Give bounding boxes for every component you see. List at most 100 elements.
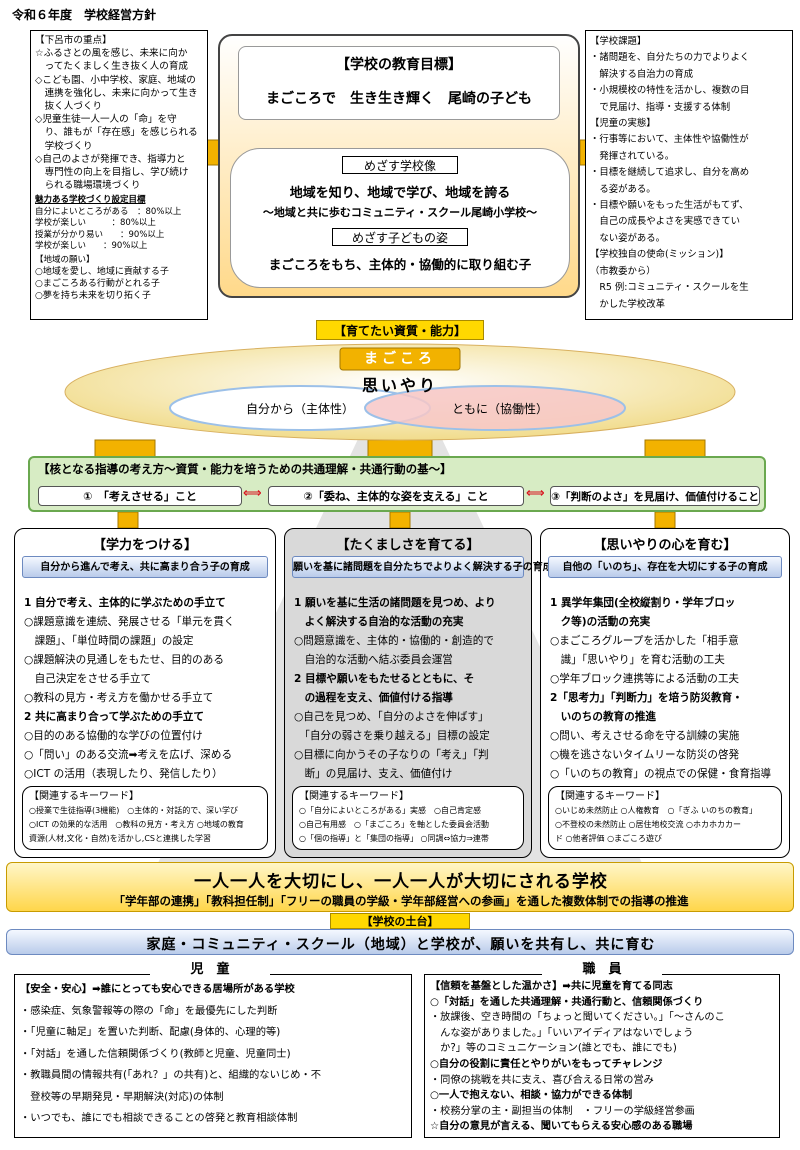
core-idea-3: ③「判断のよさ」を見届け、価値付けること [550, 486, 760, 506]
issue-line: 【学校課題】 [590, 36, 647, 47]
column-line: 自己決定をさせる手立て [24, 673, 152, 685]
column-line: いのちの教育の推進 [550, 711, 656, 723]
slogan-sub: 「学年部の連携」「教科担任制」「フリーの職員の学級・学年部経営への参画」を通した… [113, 894, 689, 908]
foundation-text: 家庭・コミュニティ・スクール（地域）と学校が、願いを共有し、共に育む [146, 937, 656, 953]
qualities-title: 【育てたい資質・能力】 [316, 320, 484, 340]
children-line: ・「対話」を通した信頼関係づくり(教師と児童、児童同士) [20, 1047, 291, 1060]
column-line: 2 共に高まり合って学ぶための手立て [24, 711, 205, 723]
core-idea-2: ②「委ね、主体的な姿を支える」こと [268, 486, 524, 506]
wish-line: ○地域を愛し、地域に貢献する子 [35, 267, 169, 278]
school-vision-text: 地域を知り、地域で学び、地域を誇る [289, 186, 511, 201]
staff-label: 職 員 [542, 958, 662, 977]
priority-line: ◇児童生徒一人一人の「命」を守 [35, 114, 177, 126]
core-idea-1: ① 「考えさせる」こと [38, 486, 242, 506]
double-arrow-icon: ⟺ [243, 486, 262, 501]
column-line: ○まごころグループを活かした「相手意 [550, 635, 739, 647]
keyword-line: ○自己有用感 ○「まごころ」を軸とした委員会活動 [299, 820, 489, 829]
foundation-tag: 【学校の土台】 [330, 913, 470, 929]
column-line: ○問題意識を、主体的・協働的・創造的で [294, 635, 494, 647]
staff-line: んな姿がありました。」「いいアイディアはないでしょう [430, 1027, 694, 1039]
column-title: 【思いやりの心を育む】 [593, 538, 737, 553]
column-title: 【学力をつける】 [92, 538, 197, 553]
column-line: 課題」、「単位時間の課題」の設定 [24, 635, 194, 647]
collaboration-label: ともに（協働性） [451, 402, 548, 416]
column-line: 1 願いを基に生活の諸問題を見つめ、より [294, 597, 496, 609]
education-goal-panel: 【学校の教育目標】 まごころで 生き生き輝く 尾崎の子ども めざす学校像 地域を… [218, 34, 580, 298]
staff-line: ○自分の役割に責任とやりがいをもってチャレンジ [430, 1058, 663, 1070]
foundation-band: 家庭・コミュニティ・スクール（地域）と学校が、願いを共有し、共に育む [6, 929, 794, 955]
keyword-box: 【関連するキーワード】○「自分によいところがある」実感 ○自己肯定感○自己有用感… [292, 786, 524, 850]
target-line: 学校が楽しい ：90%以上 [35, 241, 148, 252]
target-line: 学校が楽しい ：80%以上 [35, 218, 156, 229]
issue-line: ・目標を継続して追求し、自分を高め [590, 167, 750, 179]
staff-line: ・校務分掌の主・副担当の体制 ・フリーの学級経営参画 [430, 1105, 695, 1117]
column-line: ○自己を見つめ、「自分のよさを伸ばす」 [294, 711, 489, 723]
slogan-main: 一人一人を大切にし、一人一人が大切にされる学校 [194, 872, 608, 892]
issue-line: る姿がある。 [590, 183, 656, 195]
keyword-line: 資源(人材,文化・自然)を活かし,CSと連携した学習 [29, 834, 211, 843]
magokoro-label: まごころ [364, 351, 436, 367]
children-box: 【安全・安心】➡誰にとっても安心できる居場所がある学校・感染症、気象警報等の際の… [14, 974, 412, 1138]
issue-line: ・諸問題を、自分たちの力でよりよく [590, 52, 750, 64]
column-line: 1 自分で考え、主体的に学ぶための手立て [24, 597, 226, 609]
issue-line: ない姿がある。 [590, 232, 666, 244]
column-line: の過程を支え、価値付ける指導 [294, 692, 453, 704]
child-vision-label: めざす子どもの姿 [332, 228, 468, 246]
wish-title: 【地域の願い】 [35, 254, 95, 265]
column-subtitle: 願いを基に諸問題を自分たちでよりよく解決する子の育成 [292, 556, 553, 578]
children-line: 【安全・安心】➡誰にとっても安心できる居場所がある学校 [20, 983, 295, 995]
goal-label: 【学校の教育目標】 [336, 57, 462, 73]
keyword-title: 【関連するキーワード】 [299, 791, 409, 802]
column-line: ○課題解決の見通しをもたせ、目的のある [24, 654, 224, 666]
column-line: ○「いのちの教育」の視点での保健・食育指導 [550, 768, 772, 780]
staff-line: ○「対話」を通した共通理解・共通行動と、信頼関係づくり [430, 996, 704, 1008]
keyword-line: ○「個の指導」と「集団の指導」 ○同調⇔協力⇒連帯 [299, 834, 489, 843]
double-arrow-icon: ⟺ [526, 486, 545, 501]
targets-title: 魅力ある学校づくり設定目標 [35, 195, 146, 206]
child-vision-text: まごころをもち、主体的・協働的に取り組む子 [268, 257, 532, 272]
priority-line: 専門性の向上を目指し、学び続け [35, 167, 189, 179]
wish-line: ○まごころある行動がとれる子 [35, 279, 160, 290]
column-line: 識」「思いやり」を育む活動の工夫 [550, 654, 725, 666]
city-priorities-box: 【下呂市の重点】☆ふるさとの風を感じ、未来に向か ってたくましく生き抜く人の育成… [30, 30, 208, 320]
column-line: 1 異学年集団(全校縦割り・学年ブロッ [550, 597, 736, 609]
issue-line: 【学校独自の使命(ミッション)】 [590, 249, 729, 261]
column-line: よく解決する自治的な活動の充実 [294, 616, 464, 628]
wish-line: ○夢を持ち未来を切り拓く子 [35, 291, 151, 302]
core-ideas-panel: 【核となる指導の考え方～資質・能力を培うための共通理解・共通行動の基～】 ① 「… [28, 456, 766, 512]
slogan-panel: 一人一人を大切にし、一人一人が大切にされる学校 「学年部の連携」「教科担任制」「… [6, 862, 794, 912]
omoiyari-label: 思いやり [361, 376, 438, 395]
column-line: 自治的な活動へ結ぶ委員会運営 [294, 654, 453, 666]
target-line: 自分によいところがある ：80%以上 [35, 206, 182, 217]
children-line: ・いつでも、誰にでも相談できることの啓発と教育相談体制 [20, 1112, 298, 1124]
column-line: 断」の見届け、支え、価値付け [294, 768, 453, 780]
staff-box: 【信頼を基盤とした温かさ】➡共に児童を育てる同志○「対話」を通した共通理解・共通… [424, 974, 780, 1138]
column-line: ク等)の活動の充実 [550, 616, 651, 628]
priority-line: 抜く人づくり [35, 101, 103, 113]
column-line: ○課題意識を連続、発展させる「単元を貫く [24, 616, 235, 628]
goal-text: まごころで 生き生き輝く 尾崎の子ども [266, 91, 532, 107]
priority-line: ◇こども園、小中学校、家庭、地域の [35, 74, 196, 86]
children-line: 登校等の早期発見・早期解決(対応)の体制 [20, 1090, 224, 1103]
priority-line: ☆ふるさとの風を感じ、未来に向か [35, 48, 188, 60]
staff-line: ・同僚の挑戦を共に支え、喜び合える日常の営み [430, 1074, 654, 1086]
column-body: 1 願いを基に生活の諸問題を見つめ、より よく解決する自治的な活動の充実 ○問題意… [294, 594, 528, 784]
children-line: ・「児童に軸足」を置いた判断、配慮(身体的、心理的等) [20, 1026, 281, 1038]
column-line: ○教科の見方・考え方を働かせる手立て [24, 692, 214, 704]
school-vision-label: めざす学校像 [342, 156, 458, 174]
school-issues-box: 【学校課題】・諸問題を、自分たちの力でよりよく 解決する自治力の育成・小規模校の… [585, 30, 793, 320]
column-line: ○目標に向かうその子なりの「考え」「判 [294, 749, 489, 761]
column-line: 2 目標や願いをもたせるとともに、そ [294, 673, 475, 685]
core-ideas-title: 【核となる指導の考え方～資質・能力を培うための共通理解・共通行動の基～】 [38, 462, 452, 476]
issue-line: 解決する自治力の育成 [590, 68, 694, 80]
priority-line: 【下呂市の重点】 [35, 35, 112, 46]
issue-line: 発揮されている。 [590, 150, 675, 162]
keyword-line: ○ICT の効果的な活用 ○教科の見方・考え方 ○地域の教育 [29, 820, 244, 829]
staff-line: ☆自分の意見が言える、聞いてもらえる安心感のある職場 [430, 1121, 693, 1133]
issue-line: 自己の成長やよさを実感できてい [590, 216, 741, 228]
qualities-diagram [64, 343, 736, 441]
issue-line: で見届け、指導・支援する体制 [590, 101, 731, 113]
